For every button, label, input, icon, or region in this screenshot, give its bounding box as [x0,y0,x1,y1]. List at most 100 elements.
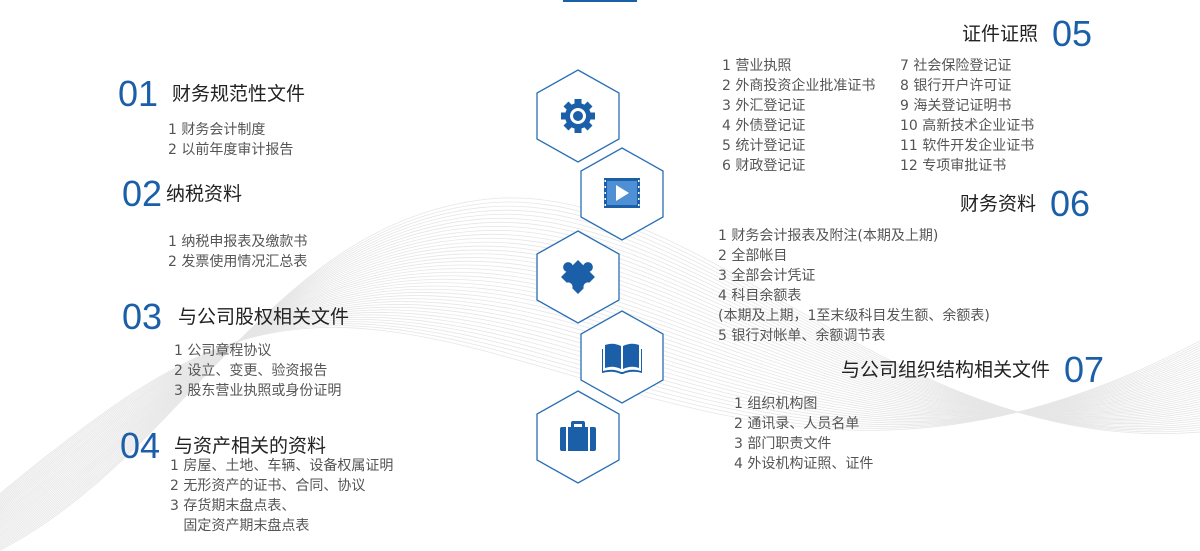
hex-book [579,309,665,405]
swirl-line [0,301,1200,511]
swirl-line [0,234,1200,538]
section-title: 财务规范性文件 [172,82,306,105]
book-icon [602,343,642,374]
swirl-line [0,319,1200,500]
swirl-line [0,327,1200,495]
swirl-line [0,275,1200,522]
hex-briefcase [535,389,621,485]
section-05: 证件证照 05 1 营业执照 2 外商投资企业批准证书 3 外汇登记证 4 外债… [720,16,1092,176]
swirl-line [0,314,1200,503]
swirl-line [0,268,1200,525]
list-item: 5 银行对帐单、余额调节表 [718,328,886,344]
section-number: 04 [120,425,161,466]
section-number: 01 [118,73,159,114]
gear-tooth [574,99,582,106]
section-number: 02 [122,173,163,214]
swirl-line [0,278,1200,521]
list-item: 4 外设机构证照、证件 [734,456,874,472]
swirl-line [0,205,1200,548]
list-item: 1 财务会计制度 [168,122,266,138]
puzzle-icon [561,260,595,294]
swirl-line [0,325,1200,496]
swirl-line [0,249,1200,532]
swirl-line [0,312,1200,505]
gear-tooth [561,112,568,120]
section-number: 06 [1049,183,1090,224]
list-item: 3 存货期末盘点表、 [170,498,296,514]
swirl-line [0,221,1200,542]
section-title: 纳税资料 [166,182,243,205]
hex-puzzle [535,229,621,325]
list-item: (本期及上期，1至末级科目发生额、余额表) [718,308,990,324]
list-item: 2 发票使用情况汇总表 [168,254,308,270]
list-item: 3 部门职责文件 [734,436,832,452]
section-01: 01 财务规范性文件 1 财务会计制度 2 以前年度审计报告 [118,76,305,160]
swirl-line [0,321,1200,499]
swirl-line [0,282,1200,519]
section-06: 财务资料 06 1 财务会计报表及附注(本期及上期) 2 全部帐目 3 全部会计… [718,186,1090,346]
list-item: 2 外商投资企业批准证书 [722,78,876,94]
swirl-line [0,241,1200,535]
swirl-line [0,225,1200,541]
swirl-line [0,229,1200,540]
hex-gear [535,68,621,164]
swirl-line [0,288,1200,516]
list-item: 1 财务会计报表及附注(本期及上期) [718,228,939,244]
list-item: 8 银行开户许可证 [900,78,1012,94]
swirl-line [0,197,1200,551]
swirl-line [0,209,1200,547]
section-number: 03 [122,296,163,337]
list-item: 4 科目余额表 [718,288,802,304]
section-title: 与资产相关的资料 [174,434,327,457]
swirl-line [0,261,1200,528]
list-item: 9 海关登记证明书 [900,98,1012,114]
section-02: 02 纳税资料 1 纳税申报表及缴款书 2 发票使用情况汇总表 [122,176,307,272]
list-item: 2 全部帐目 [718,248,788,264]
list-item: 2 以前年度审计报告 [168,142,294,158]
list-item: 3 股东营业执照或身份证明 [174,383,342,399]
list-item: 2 设立、变更、验资报告 [174,363,328,379]
list-item: 10 高新技术企业证书 [900,118,1035,134]
list-item: 1 房屋、土地、车辆、设备权属证明 [170,458,394,474]
hex-video [579,146,665,242]
section-title: 与公司股权相关文件 [178,305,350,328]
section-title: 财务资料 [959,192,1036,215]
swirl-line [0,304,1200,509]
list-item: 3 外汇登记证 [722,98,806,114]
swirl-line [0,253,1200,531]
briefcase-icon [560,421,596,451]
swirl-line [0,271,1200,524]
swirl-line [0,323,1200,498]
section-number: 05 [1051,13,1092,54]
swirl-line [0,264,1200,527]
swirl-line [0,257,1200,529]
swirl-line [0,298,1200,512]
list-item: 1 组织机构图 [734,396,818,412]
swirl-line [0,306,1200,508]
list-item: 2 无形资产的证书、合同、协议 [170,478,366,494]
swirl-line [0,213,1200,545]
video-icon [604,178,640,208]
list-item: 3 全部会计凭证 [718,268,816,284]
section-title: 证件证照 [961,22,1038,45]
list-item: 1 纳税申报表及缴款书 [168,234,308,250]
swirl-line [0,237,1200,537]
swirl-line [0,295,1200,513]
list-item: 1 营业执照 [722,58,792,74]
swirl-line [0,217,1200,544]
list-item: 12 专项审批证书 [900,158,1007,174]
swirl-line [0,201,1200,550]
swirl-line [0,285,1200,518]
gear-tooth [588,112,595,120]
section-title: 与公司组织结构相关文件 [840,358,1050,381]
section-number: 07 [1063,349,1104,390]
section-07: 与公司组织结构相关文件 07 1 组织机构图 2 通讯录、人员名单 3 部门职责… [734,352,1104,474]
gear-tooth [574,126,582,133]
swirl-line [0,316,1200,502]
list-item: 11 软件开发企业证书 [900,138,1035,154]
list-item: 7 社会保险登记证 [900,58,1012,74]
list-item: 6 财政登记证 [722,158,806,174]
swirl-line [0,309,1200,506]
list-item: 5 统计登记证 [722,138,806,154]
